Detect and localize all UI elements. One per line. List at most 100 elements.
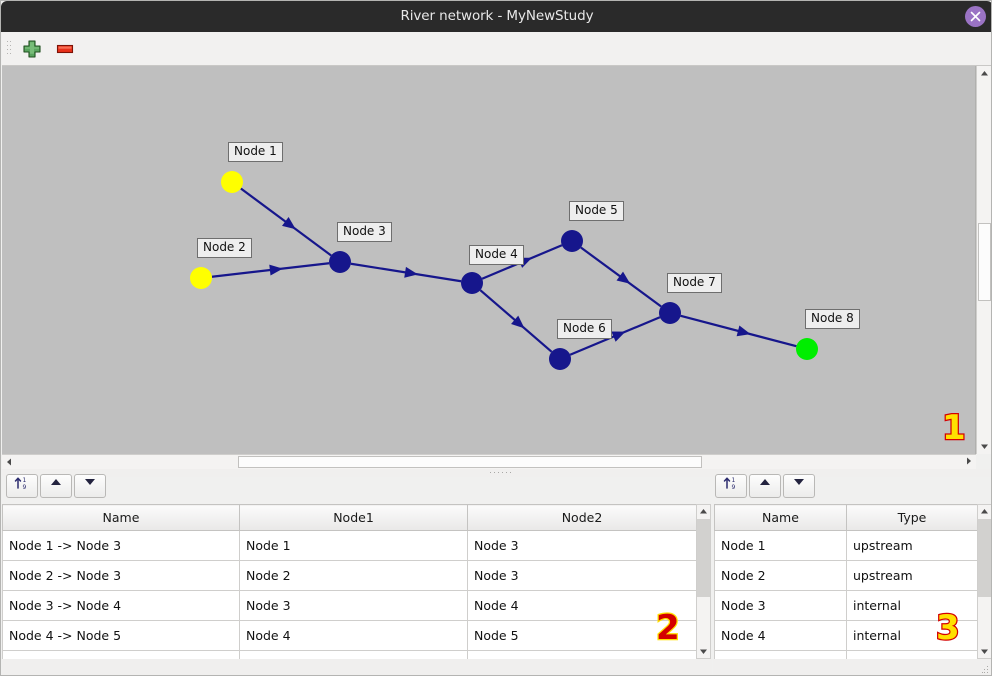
graph-node-node-5[interactable]	[561, 230, 583, 252]
table-cell[interactable]: internal	[846, 590, 978, 621]
canvas-hscroll-thumb[interactable]	[238, 456, 702, 468]
table-cell[interactable]: internal	[846, 620, 978, 651]
table-cell[interactable]: Node 1	[714, 530, 847, 561]
table-cell[interactable]: Node 3	[239, 590, 468, 621]
table-cell[interactable]: Node 2	[239, 560, 468, 591]
node-label-node-1[interactable]: Node 1	[228, 142, 283, 162]
table-cell[interactable]: upstream	[846, 530, 978, 561]
table-cell[interactable]: Node 4	[239, 620, 468, 651]
table-cell[interactable]: Node 1 -> Node 3	[2, 530, 240, 561]
nodes-move-up-button[interactable]	[749, 474, 781, 498]
edge-arrow-icon	[269, 264, 283, 276]
column-header-name[interactable]: Name	[714, 504, 847, 531]
reaches-scroll-down-icon[interactable]	[697, 645, 710, 658]
title-bar: River network - MyNewStudy	[1, 1, 991, 32]
column-header-node2[interactable]: Node2	[467, 504, 697, 531]
edge-arrow-icon	[611, 331, 626, 342]
nodes-sort-button[interactable]: 1 9	[715, 474, 747, 498]
scroll-up-icon[interactable]	[978, 67, 991, 80]
column-header-type[interactable]: Type	[846, 504, 978, 531]
table-cell[interactable]: Node 3	[714, 590, 847, 621]
table-cell[interactable]: Node 2 -> Node 3	[2, 560, 240, 591]
table-cell[interactable]: upstream	[846, 560, 978, 591]
node-label-node-8[interactable]: Node 8	[805, 309, 860, 329]
graph-node-node-3[interactable]	[329, 251, 351, 273]
node-label-node-3[interactable]: Node 3	[337, 222, 392, 242]
canvas-horizontal-scrollbar[interactable]	[2, 454, 976, 469]
graph-node-node-8[interactable]	[796, 338, 818, 360]
graph-node-node-1[interactable]	[221, 171, 243, 193]
reaches-sort-button[interactable]: 1 9	[6, 474, 38, 498]
node-label-node-5[interactable]: Node 5	[569, 201, 624, 221]
annotation-marker-1: 1	[941, 408, 967, 448]
pane-splitter[interactable]	[2, 469, 991, 477]
edge-arrow-icon	[616, 271, 631, 284]
svg-text:1: 1	[23, 477, 27, 484]
table-cell[interactable]: Node 1	[239, 530, 468, 561]
reaches-table-scrollbar[interactable]	[696, 504, 711, 659]
edge-arrow-icon	[404, 266, 418, 278]
canvas-vscroll-thumb[interactable]	[978, 223, 991, 301]
reaches-pane-footer	[2, 659, 712, 675]
node-label-node-7[interactable]: Node 7	[667, 273, 722, 293]
svg-text:9: 9	[23, 484, 27, 491]
graph-node-node-7[interactable]	[659, 302, 681, 324]
column-header-node1[interactable]: Node1	[239, 504, 468, 531]
delete-node-icon[interactable]	[53, 38, 77, 60]
table-cell[interactable]: Node 4	[714, 620, 847, 651]
table-cell[interactable]: Node 2	[714, 560, 847, 591]
network-graph	[190, 171, 818, 370]
reaches-scroll-up-icon[interactable]	[697, 505, 710, 518]
table-cell[interactable]: Node 3	[467, 560, 697, 591]
toolbar-grip[interactable]	[7, 41, 11, 57]
svg-text:9: 9	[732, 484, 736, 491]
close-icon[interactable]	[965, 6, 986, 27]
graph-node-node-4[interactable]	[461, 272, 483, 294]
graph-node-node-6[interactable]	[549, 348, 571, 370]
annotation-marker-3: 3	[935, 608, 961, 648]
add-node-icon[interactable]	[20, 38, 44, 60]
table-cell[interactable]: Node 4 -> Node 5	[2, 620, 240, 651]
river-network-canvas[interactable]: Node 1 Node 2 Node 3 Node 4 Node 5 Node 6 Node…	[2, 66, 976, 454]
table-cell[interactable]: Node 5	[467, 620, 697, 651]
reaches-move-down-button[interactable]	[74, 474, 106, 498]
node-label-node-6[interactable]: Node 6	[557, 319, 612, 339]
nodes-scroll-down-icon[interactable]	[978, 645, 991, 658]
node-label-node-4[interactable]: Node 4	[469, 245, 524, 265]
reaches-move-up-button[interactable]	[40, 474, 72, 498]
table-cell[interactable]: Node 3	[467, 530, 697, 561]
edge-arrow-icon	[282, 217, 296, 230]
column-header-name[interactable]: Name	[2, 504, 240, 531]
resize-grip[interactable]	[982, 666, 989, 673]
nodes-move-down-button[interactable]	[783, 474, 815, 498]
nodes-scroll-up-icon[interactable]	[978, 505, 991, 518]
graph-scroll-region: Node 1 Node 2 Node 3 Node 4 Node 5 Node 6 Node…	[2, 66, 991, 469]
scroll-right-icon[interactable]	[963, 455, 976, 468]
reaches-scroll-thumb[interactable]	[697, 519, 710, 597]
scroll-left-icon[interactable]	[3, 456, 16, 469]
canvas-vertical-scrollbar[interactable]	[976, 66, 991, 454]
nodes-scroll-thumb[interactable]	[978, 519, 991, 597]
main-toolbar	[2, 32, 991, 66]
scroll-down-icon[interactable]	[978, 440, 991, 453]
table-cell[interactable]: Node 4	[467, 590, 697, 621]
node-label-node-2[interactable]: Node 2	[197, 238, 252, 258]
graph-node-node-2[interactable]	[190, 267, 212, 289]
nodes-table-scrollbar[interactable]	[977, 504, 991, 659]
table-cell[interactable]: Node 3 -> Node 4	[2, 590, 240, 621]
